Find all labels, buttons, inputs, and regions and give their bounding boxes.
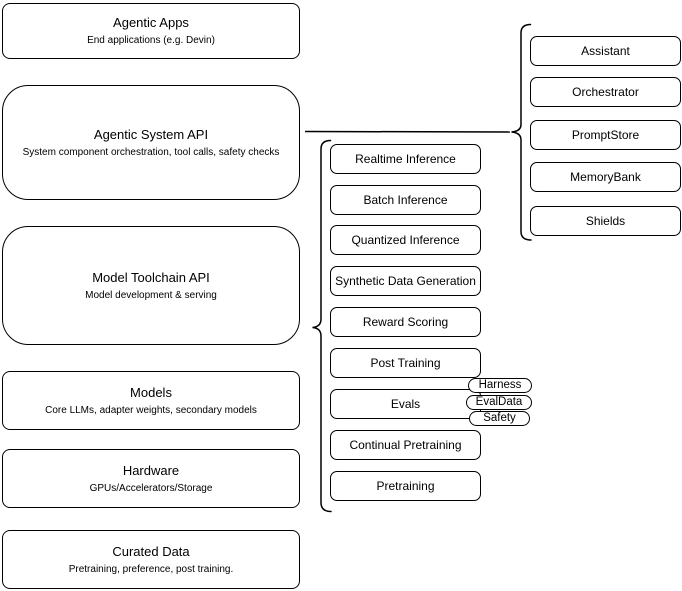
edge-system-api-to-components <box>304 130 511 133</box>
node-continual-pretraining: Continual Pretraining <box>330 430 481 460</box>
node-title: Agentic System API <box>93 126 209 142</box>
components-group-brace <box>511 23 532 241</box>
node-shields: Shields <box>530 206 681 236</box>
toolchain-group-brace <box>312 139 332 513</box>
node-batch-inference: Batch Inference <box>330 184 481 215</box>
node-curated-data: Curated Data Pretraining, preference, po… <box>2 530 300 589</box>
node-subtitle: GPUs/Accelerators/Storage <box>89 482 213 494</box>
pill-evaldata: EvalData <box>466 394 532 410</box>
node-title: Hardware <box>122 462 180 478</box>
node-reward-scoring: Reward Scoring <box>330 306 481 337</box>
node-subtitle: Pretraining, preference, post training. <box>68 563 234 575</box>
node-synthetic-data-generation: Synthetic Data Generation <box>330 265 481 296</box>
node-subtitle: Model development & serving <box>85 289 217 301</box>
node-hardware: Hardware GPUs/Accelerators/Storage <box>2 449 300 508</box>
node-title: Curated Data <box>112 543 190 559</box>
node-realtime-inference: Realtime Inference <box>330 144 481 174</box>
node-promptstore: PromptStore <box>530 119 681 150</box>
node-memorybank: MemoryBank <box>530 161 681 192</box>
node-agentic-system-api: Agentic System API System component orch… <box>2 85 300 200</box>
pill-safety: Safety <box>469 410 530 426</box>
node-evals: Evals <box>330 389 481 419</box>
node-agentic-apps: Agentic Apps End applications (e.g. Devi… <box>2 3 300 59</box>
pill-harness: Harness <box>468 378 532 393</box>
node-subtitle: Core LLMs, adapter weights, secondary mo… <box>45 404 257 416</box>
node-title: Agentic Apps <box>113 15 189 30</box>
node-subtitle: End applications (e.g. Devin) <box>87 35 215 46</box>
node-models: Models Core LLMs, adapter weights, secon… <box>2 371 300 430</box>
node-post-training: Post Training <box>330 347 481 378</box>
node-pretraining: Pretraining <box>330 470 481 501</box>
node-title: Model Toolchain API <box>92 269 210 285</box>
node-subtitle: System component orchestration, tool cal… <box>22 146 280 158</box>
node-title: Models <box>130 384 172 400</box>
node-assistant: Assistant <box>530 36 681 66</box>
node-quantized-inference: Quantized Inference <box>330 225 481 255</box>
node-orchestrator: Orchestrator <box>530 76 681 107</box>
node-model-toolchain-api: Model Toolchain API Model development & … <box>2 226 300 345</box>
